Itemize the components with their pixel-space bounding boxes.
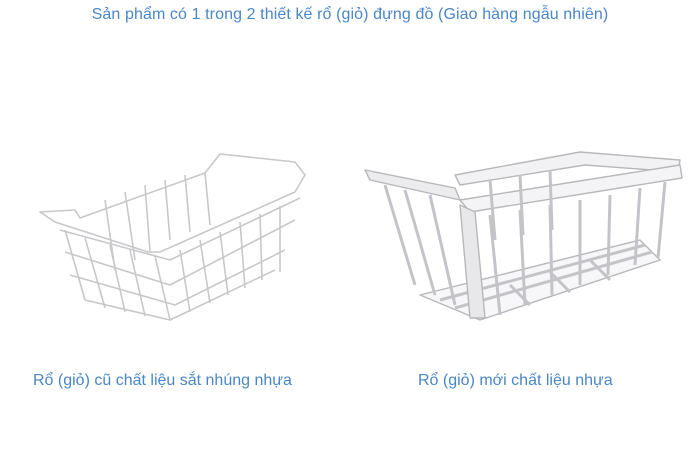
- wire-basket-icon: [30, 140, 330, 325]
- page-title: Sản phẩm có 1 trong 2 thiết kế rổ (giỏ) …: [91, 6, 609, 23]
- caption-wire-basket: Rổ (giỏ) cũ chất liệu sắt nhúng nhựa: [33, 372, 292, 389]
- plastic-basket-icon: [360, 140, 690, 335]
- caption-plastic-basket: Rổ (giỏ) mới chất liệu nhựa: [418, 372, 613, 389]
